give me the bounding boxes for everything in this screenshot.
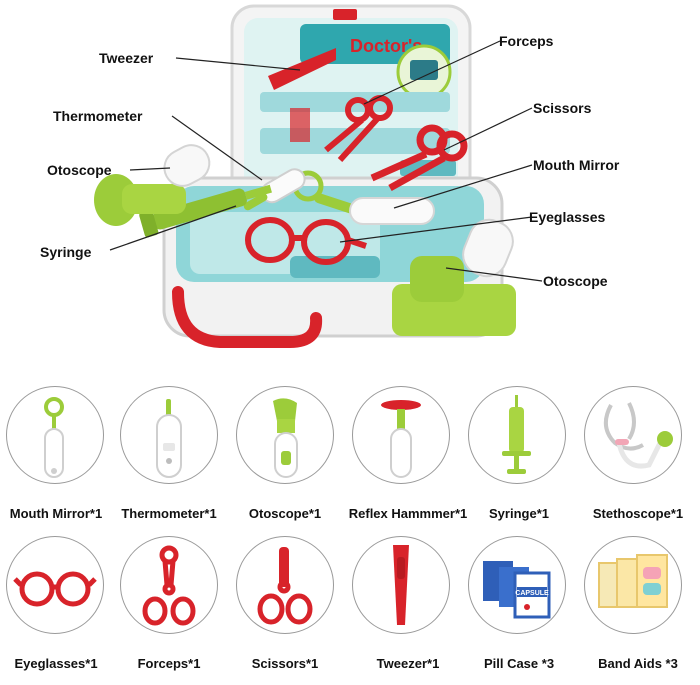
item-label-reflex-hammer: Reflex Hammmer*1 — [348, 506, 468, 521]
item-circle-forceps — [120, 536, 218, 634]
item-circle-band-aids — [584, 536, 682, 634]
item-circle-eyeglasses — [6, 536, 104, 634]
callout-otoscope-left: Otoscope — [47, 162, 112, 178]
tweezer-icon — [393, 545, 409, 625]
pill-case-icon: CAPSULE — [483, 561, 551, 619]
item-circle-scissors — [236, 536, 334, 634]
callout-scissors: Scissors — [533, 100, 592, 116]
band-aid-icon — [598, 554, 668, 608]
item-circle-otoscope — [236, 386, 334, 484]
otoscope-icon — [273, 398, 298, 478]
item-label-scissors: Scissors*1 — [251, 656, 319, 671]
callout-tweezer: Tweezer — [99, 50, 154, 66]
callout-eyeglasses: Eyeglasses — [529, 209, 606, 225]
item-label-forceps: Forceps*1 — [137, 656, 201, 671]
callout-forceps: Forceps — [499, 33, 554, 49]
stethoscope-icon — [603, 402, 673, 469]
item-label-band-aids: Band Aids *3 — [598, 656, 678, 671]
item-circle-mouth-mirror — [6, 386, 104, 484]
item-circle-reflex-hammer — [352, 386, 450, 484]
item-label-otoscope: Otoscope*1 — [248, 506, 322, 521]
forceps-icon — [142, 545, 196, 626]
item-label-stethoscope: Stethoscope*1 — [592, 506, 684, 521]
mouth-mirror-icon — [44, 397, 64, 478]
pill-case-box-text: CAPSULE — [515, 590, 549, 597]
scissors-icon — [257, 547, 313, 625]
doctor-case-illustration: Doctor's — [94, 4, 543, 348]
item-label-tweezer: Tweezer*1 — [376, 656, 440, 671]
callout-syringe: Syringe — [40, 244, 92, 260]
case-sign-text: Doctor's — [350, 36, 422, 56]
item-circle-tweezer — [352, 536, 450, 634]
item-label-thermometer: Thermometer*1 — [121, 506, 217, 521]
callout-otoscope-right: Otoscope — [543, 273, 608, 289]
doctor-case-hero: Doctor's — [40, 4, 620, 348]
item-label-pill-case: Pill Case *3 — [483, 656, 555, 671]
item-circle-stethoscope — [584, 386, 682, 484]
reflex-hammer-icon — [381, 400, 421, 478]
item-circle-syringe — [468, 386, 566, 484]
thermometer-icon — [156, 399, 182, 478]
item-label-eyeglasses: Eyeglasses*1 — [14, 656, 98, 671]
callout-mouth-mirror: Mouth Mirror — [533, 157, 620, 173]
item-circle-thermometer — [120, 386, 218, 484]
syringe-icon — [502, 395, 531, 474]
item-label-mouth-mirror: Mouth Mirror*1 — [9, 506, 103, 521]
item-label-syringe: Syringe*1 — [489, 506, 549, 521]
eyeglasses-icon — [13, 571, 97, 607]
item-grid: Mouth Mirror*1 Thermometer*1 Otoscope*1 … — [0, 380, 700, 685]
item-circle-pill-case: CAPSULE — [468, 536, 566, 634]
callout-thermometer: Thermometer — [53, 108, 143, 124]
